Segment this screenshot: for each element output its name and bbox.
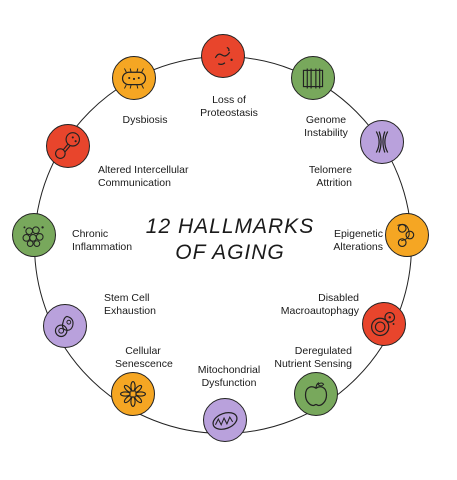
label-line: Genome [305, 114, 347, 126]
node-loss-of-proteostasis [201, 34, 245, 78]
label-line: Alterations [333, 240, 383, 253]
label-line: Dysfunction [201, 376, 257, 389]
label-line: Deregulated [294, 345, 352, 357]
label-line: Cellular [125, 345, 161, 357]
node-mitochondrial-dysfunction [203, 398, 247, 442]
label-line: Telomere [308, 164, 352, 176]
label-chronic-inflammation: Chronic Inflammation [72, 228, 142, 253]
label-dysbiosis: Dysbiosis [120, 114, 170, 127]
node-cellular-senescence [111, 372, 155, 416]
label-genome-instability: Genome Instability [295, 114, 357, 139]
label-line: Chronic [72, 228, 109, 240]
label-line: Disabled [318, 292, 359, 304]
node-stem-cell-exhaustion [43, 304, 87, 348]
title-line-2: OF AGING [175, 241, 285, 264]
title-line-1: 12 HALLMARKS [145, 215, 315, 238]
label-line: Inflammation [72, 240, 133, 253]
node-disabled-macroautophagy [362, 302, 406, 346]
label-line: Altered Intercellular [98, 164, 189, 176]
label-altered-intercellular-communication: Altered Intercellular Communication [98, 164, 208, 189]
cell-signal-icon [55, 132, 81, 159]
mitochondria-icon [212, 411, 238, 430]
bacterium-icon [121, 68, 147, 89]
node-genome-instability [291, 56, 335, 100]
label-line: Proteostasis [200, 106, 258, 119]
senescent-flower-icon [120, 381, 146, 407]
dna-barcode-icon [302, 68, 324, 89]
node-epigenetic-alterations [385, 213, 429, 257]
label-line: Communication [98, 176, 171, 189]
node-telomere-attrition [360, 120, 404, 164]
label-line: Dysbiosis [122, 114, 168, 126]
label-line: Instability [304, 126, 348, 139]
label-line: Exhaustion [104, 304, 156, 317]
nucleosome-icon [397, 223, 415, 248]
diagram-title: 12 HALLMARKS OF AGING [130, 214, 330, 266]
label-cellular-senescence: Cellular Senescence [115, 345, 173, 370]
label-stem-cell-exhaustion: Stem Cell Exhaustion [104, 292, 174, 317]
node-deregulated-nutrient-sensing [294, 372, 338, 416]
label-line: Mitochondrial [197, 364, 261, 376]
label-line: Nutrient Sensing [274, 357, 352, 370]
label-loss-of-proteostasis: Loss of Proteostasis [194, 94, 264, 119]
chromosome-icon [375, 131, 389, 153]
label-telomere-attrition: Telomere Attrition [306, 164, 352, 189]
autophagosome-icon [370, 311, 396, 337]
label-line: Epigenetic [333, 228, 383, 240]
label-line: Loss of [212, 94, 246, 106]
label-line: Senescence [115, 357, 173, 370]
label-line: Macroautophagy [280, 304, 359, 317]
label-mitochondrial-dysfunction: Mitochondrial Dysfunction [190, 364, 268, 389]
label-line: Attrition [316, 176, 352, 189]
node-dysbiosis [112, 56, 156, 100]
label-disabled-macroautophagy: Disabled Macroautophagy [277, 292, 359, 317]
node-altered-intercellular-communication [46, 124, 90, 168]
inflammation-cluster-icon [22, 226, 44, 247]
label-line: Stem Cell [104, 292, 150, 304]
apple-icon [304, 382, 328, 407]
label-epigenetic-alterations: Epigenetic Alterations [315, 228, 383, 253]
label-deregulated-nutrient-sensing: Deregulated Nutrient Sensing [266, 345, 352, 370]
stem-cell-icon [54, 315, 74, 338]
proteostasis-icon [214, 46, 233, 66]
node-chronic-inflammation [12, 213, 56, 257]
